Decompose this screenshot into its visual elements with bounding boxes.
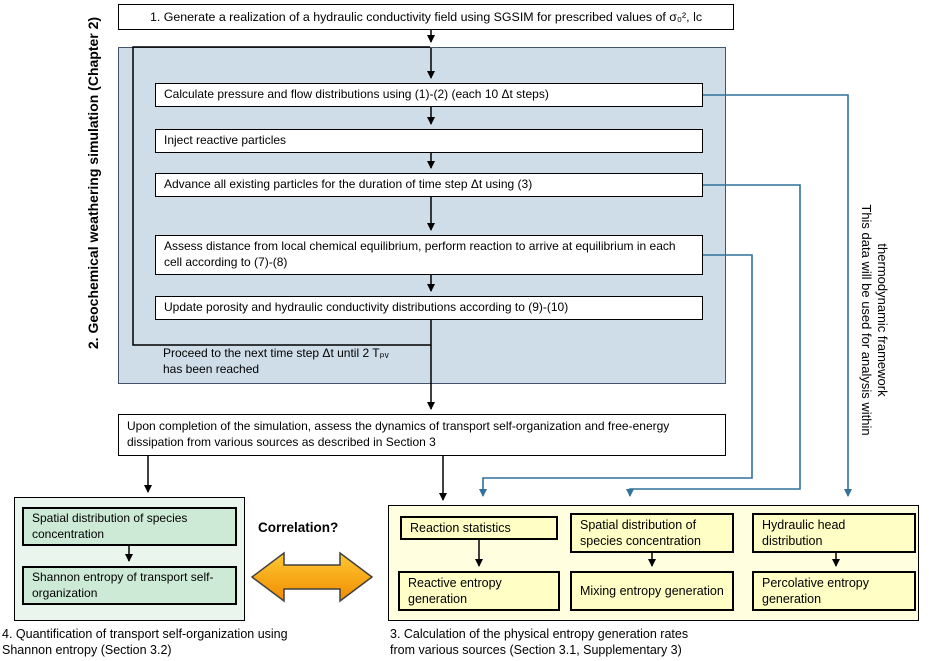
completion-assessment-box: Upon completion of the simulation, asses… [118,414,726,456]
spatial-distribution-entropy-box: Spatial distribution of species concentr… [570,513,734,553]
advance-particles-box: Advance all existing particles for the d… [155,173,703,197]
right-note-label-line1: This data will be used for analysis with… [859,204,874,436]
calculate-pressure-box: Calculate pressure and flow distribution… [155,83,703,107]
spatial-distribution-box: Spatial distribution of species concentr… [22,507,237,546]
hydraulic-head-box: Hydraulic head distribution [752,513,916,553]
reaction-statistics-box: Reaction statistics [400,516,558,540]
mixing-entropy-box: Mixing entropy generation [570,571,734,611]
left-section-label: 2. Geochemical weathering simulation (Ch… [85,16,101,350]
right-note-label-line2: thermodynamic framework [875,243,890,397]
shannon-entropy-box: Shannon entropy of transport self-organi… [22,566,237,605]
loop-note: Proceed to the next time step Δt until 2… [163,346,389,377]
shannon-branch-caption: 4. Quantification of transport self-orga… [2,627,288,658]
inject-particles-box: Inject reactive particles [155,129,703,153]
percolative-entropy-box: Percolative entropy generation [752,571,916,611]
correlation-label: Correlation? [258,520,339,535]
assess-equilibrium-box: Assess distance from local chemical equi… [155,235,703,275]
reactive-entropy-box: Reactive entropy generation [398,571,560,611]
step1-generate-field-box: 1. Generate a realization of a hydraulic… [118,4,734,30]
entropy-branch-caption: 3. Calculation of the physical entropy g… [390,627,689,658]
update-porosity-box: Update porosity and hydraulic conductivi… [155,296,703,320]
correlation-double-arrow [250,551,374,603]
